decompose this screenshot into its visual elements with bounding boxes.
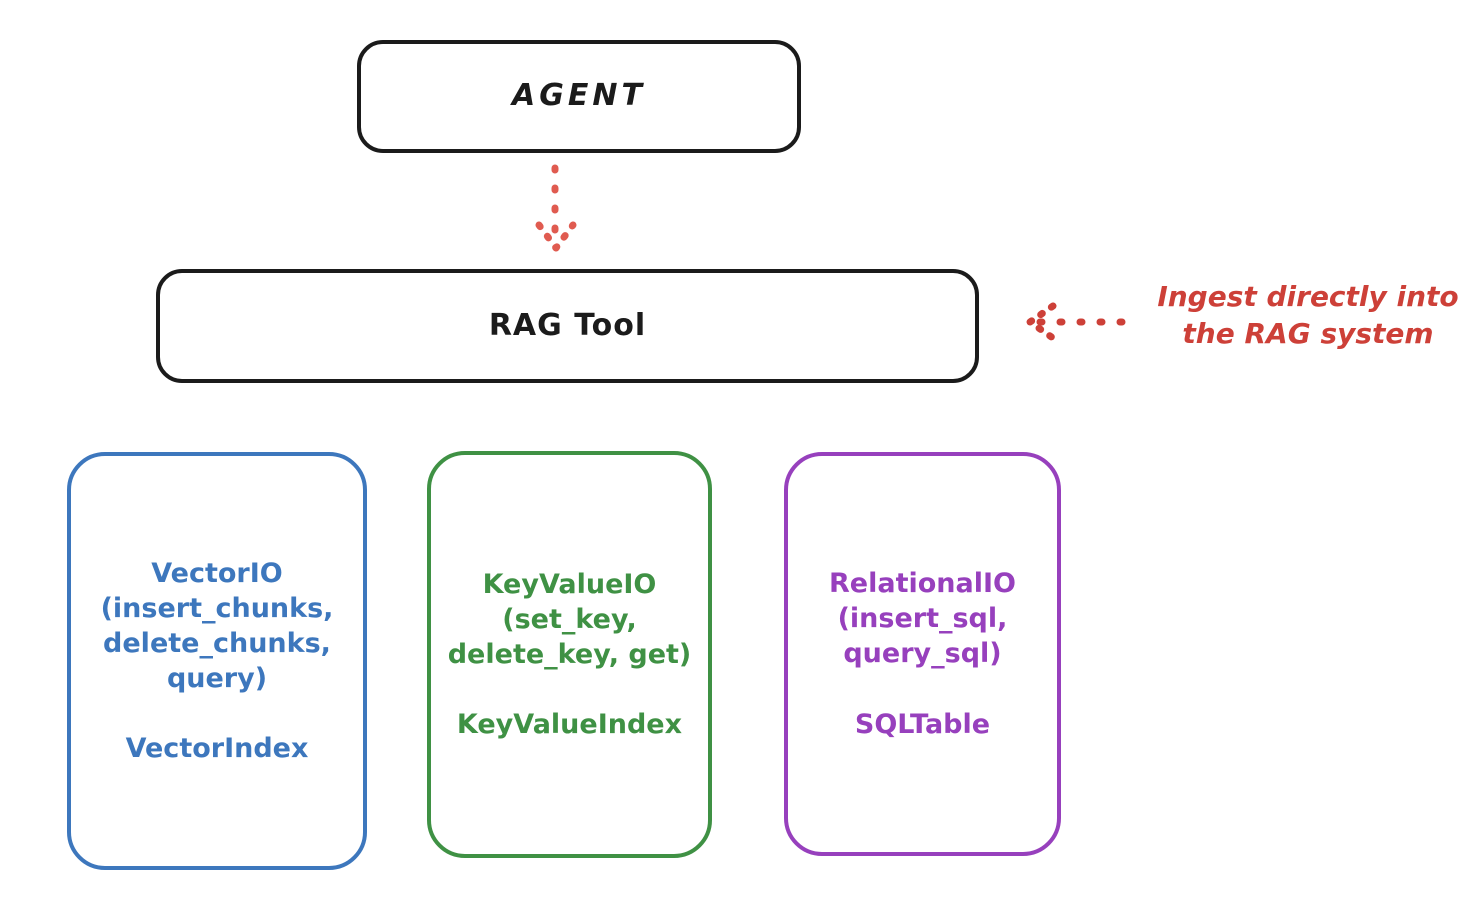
node-relational-io[interactable]: RelationalIO (insert_sql, query_sql) SQL… bbox=[784, 452, 1061, 856]
node-relational-io-label: RelationalIO (insert_sql, query_sql) SQL… bbox=[829, 568, 1016, 740]
node-key-value-io-label: KeyValueIO (set_key, delete_key, get) Ke… bbox=[447, 568, 692, 741]
dotted-arrow-left-icon bbox=[1026, 302, 1126, 342]
node-agent[interactable]: AGENT bbox=[357, 40, 801, 153]
node-vector-io[interactable]: VectorIO (insert_chunks, delete_chunks, … bbox=[67, 452, 367, 870]
node-key-value-io[interactable]: KeyValueIO (set_key, delete_key, get) Ke… bbox=[427, 451, 712, 858]
node-rag-tool-label: RAG Tool bbox=[488, 307, 647, 343]
annotation-ingest-label: Ingest directly into the RAG system bbox=[1157, 280, 1459, 350]
node-agent-label: AGENT bbox=[512, 78, 646, 114]
dotted-arrow-down-icon bbox=[535, 164, 577, 252]
node-rag-tool[interactable]: RAG Tool bbox=[156, 269, 979, 383]
node-vector-io-label: VectorIO (insert_chunks, delete_chunks, … bbox=[100, 557, 334, 765]
